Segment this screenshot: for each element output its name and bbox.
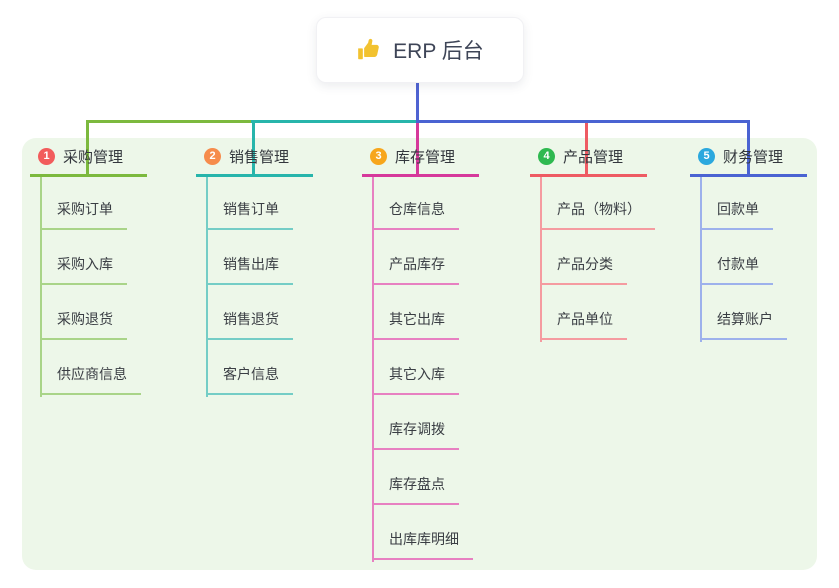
branch-purchase-spine [40, 177, 42, 397]
node-product-stock[interactable]: 产品库存 [372, 254, 459, 285]
connector-root-vertical [416, 83, 419, 122]
branch-purchase-label: 采购管理 [63, 149, 124, 166]
connector-bus-green [86, 120, 253, 123]
branch-purchase: 1 采购管理 采购订单 采购入库 采购退货 供应商信息 [30, 146, 160, 397]
node-purchase-order[interactable]: 采购订单 [40, 199, 127, 230]
node-supplier-info[interactable]: 供应商信息 [40, 364, 141, 395]
branch-number-badge: 3 [370, 148, 387, 165]
branch-product-label: 产品管理 [563, 149, 624, 166]
branch-sales-label: 销售管理 [229, 149, 290, 166]
node-other-inbound[interactable]: 其它入库 [372, 364, 459, 395]
node-sales-order[interactable]: 销售订单 [206, 199, 293, 230]
mindmap-canvas-panel [22, 138, 817, 570]
branch-product-spine [540, 177, 542, 342]
branch-inventory-header[interactable]: 3 库存管理 [362, 146, 479, 177]
branch-inventory: 3 库存管理 仓库信息 产品库存 其它出库 其它入库 库存调拨 库存盘点 出库库… [362, 146, 492, 562]
connector-drop-purchase [86, 120, 89, 177]
branch-finance-spine [700, 177, 702, 342]
branch-finance: 5 财务管理 回款单 付款单 结算账户 [690, 146, 820, 342]
connector-drop-sales [252, 120, 255, 177]
branch-finance-label: 财务管理 [723, 149, 784, 166]
node-payment-order[interactable]: 付款单 [700, 254, 773, 285]
branch-number-badge: 5 [698, 148, 715, 165]
node-stock-taking[interactable]: 库存盘点 [372, 474, 459, 505]
node-warehouse-info[interactable]: 仓库信息 [372, 199, 459, 230]
branch-inventory-spine [372, 177, 374, 562]
branch-number-badge: 2 [204, 148, 221, 165]
node-purchase-inbound[interactable]: 采购入库 [40, 254, 127, 285]
node-customer-info[interactable]: 客户信息 [206, 364, 293, 395]
branch-inventory-label: 库存管理 [395, 149, 456, 166]
root-node-label: ERP 后台 [393, 40, 484, 63]
node-sales-outbound[interactable]: 销售出库 [206, 254, 293, 285]
connector-bus-teal [251, 120, 418, 123]
node-stock-transfer[interactable]: 库存调拨 [372, 419, 459, 450]
branch-number-badge: 4 [538, 148, 555, 165]
connector-bus-blue [416, 120, 750, 123]
branch-product-header[interactable]: 4 产品管理 [530, 146, 647, 177]
node-product-material[interactable]: 产品（物料） [540, 199, 655, 230]
node-product-unit[interactable]: 产品单位 [540, 309, 627, 340]
node-settlement-account[interactable]: 结算账户 [700, 309, 787, 340]
root-node-erp[interactable]: ERP 后台 [316, 17, 524, 83]
node-receipt-order[interactable]: 回款单 [700, 199, 773, 230]
connector-drop-finance [747, 120, 750, 177]
node-purchase-return[interactable]: 采购退货 [40, 309, 127, 340]
branch-product: 4 产品管理 产品（物料） 产品分类 产品单位 [530, 146, 660, 342]
connector-drop-product [585, 123, 588, 177]
node-product-category[interactable]: 产品分类 [540, 254, 627, 285]
node-sales-return[interactable]: 销售退货 [206, 309, 293, 340]
node-inout-detail[interactable]: 出库库明细 [372, 529, 473, 560]
branch-number-badge: 1 [38, 148, 55, 165]
connector-drop-inventory [416, 123, 419, 177]
branch-sales-header[interactable]: 2 销售管理 [196, 146, 313, 177]
branch-finance-header[interactable]: 5 财务管理 [690, 146, 807, 177]
thumbs-up-icon [358, 38, 379, 60]
branch-purchase-header[interactable]: 1 采购管理 [30, 146, 147, 177]
branch-sales: 2 销售管理 销售订单 销售出库 销售退货 客户信息 [196, 146, 326, 397]
node-other-outbound[interactable]: 其它出库 [372, 309, 459, 340]
branch-sales-spine [206, 177, 208, 397]
